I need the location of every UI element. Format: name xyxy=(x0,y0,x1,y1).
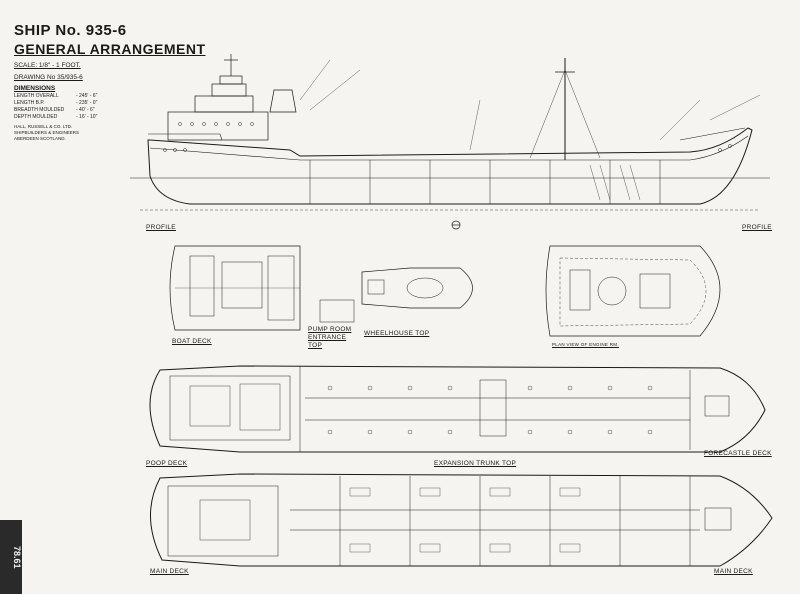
dimensions-heading: DIMENSIONS xyxy=(14,85,56,92)
builder-line: ABERDEEN SCOTLAND. xyxy=(14,136,66,141)
profile-view xyxy=(130,54,770,230)
dimension-value: - 40' - 6" xyxy=(76,107,95,113)
dimension-label: BREADTH MOULDED xyxy=(14,107,65,113)
builder-line: SHIPBUILDERS & ENGINEERS xyxy=(14,130,80,135)
drawing-number: DRAWING No 35/935-6 xyxy=(14,74,83,81)
main-deck-plan xyxy=(150,473,773,567)
dimension-value: - 16' - 10" xyxy=(76,114,98,120)
label-expansion-trunk: EXPANSION TRUNK TOP xyxy=(434,460,517,467)
label-engine-room: PLAN VIEW OF ENGINE RM. xyxy=(552,342,619,347)
wheelhouse-top-plan xyxy=(361,267,473,309)
builder-line: HALL, RUSSELL & CO. LTD. xyxy=(14,124,73,129)
dimension-row: LENGTH OVERALL - 245' - 6" xyxy=(14,93,124,99)
builder-block: HALL, RUSSELL & CO. LTD. SHIPBUILDERS & … xyxy=(14,124,206,142)
label-pump-room: PUMP ROOM ENTRANCE TOP xyxy=(308,326,352,349)
dimension-value: - 245' - 6" xyxy=(76,93,98,99)
label-forecastle-deck: FORECASTLE DECK xyxy=(704,450,772,457)
engine-room-plan xyxy=(545,245,721,337)
drawing-heading: GENERAL ARRANGEMENT xyxy=(14,41,206,57)
dimension-label: DEPTH MOULDED xyxy=(14,114,58,120)
boat-deck-plan xyxy=(169,245,355,331)
label-wheelhouse-top: WHEELHOUSE TOP xyxy=(364,330,430,337)
archive-stamp: 78.61 xyxy=(0,520,22,594)
title-block: SHIP No. 935-6 GENERAL ARRANGEMENT SCALE… xyxy=(14,22,206,142)
upper-deck-plan xyxy=(149,365,766,453)
dimension-row: BREADTH MOULDED - 40' - 6" xyxy=(14,107,124,113)
dimension-row: LENGTH B.P. - 235' - 0" xyxy=(14,100,124,106)
label-profile-right: PROFILE xyxy=(742,224,772,231)
dimension-value: - 235' - 0" xyxy=(76,100,98,106)
ship-number: SHIP No. 935-6 xyxy=(14,22,127,39)
label-boat-deck: BOAT DECK xyxy=(172,338,212,345)
dimension-label: LENGTH OVERALL xyxy=(14,93,59,99)
label-profile-left: PROFILE xyxy=(146,224,176,231)
label-poop-deck: POOP DECK xyxy=(146,460,188,467)
drawing-scale: SCALE: 1/8" - 1 FOOT. xyxy=(14,62,81,69)
label-main-deck-left: MAIN DECK xyxy=(150,568,189,575)
dimension-row: DEPTH MOULDED - 16' - 10" xyxy=(14,114,124,120)
dimension-label: LENGTH B.P. xyxy=(14,100,45,106)
label-main-deck-right: MAIN DECK xyxy=(714,568,753,575)
